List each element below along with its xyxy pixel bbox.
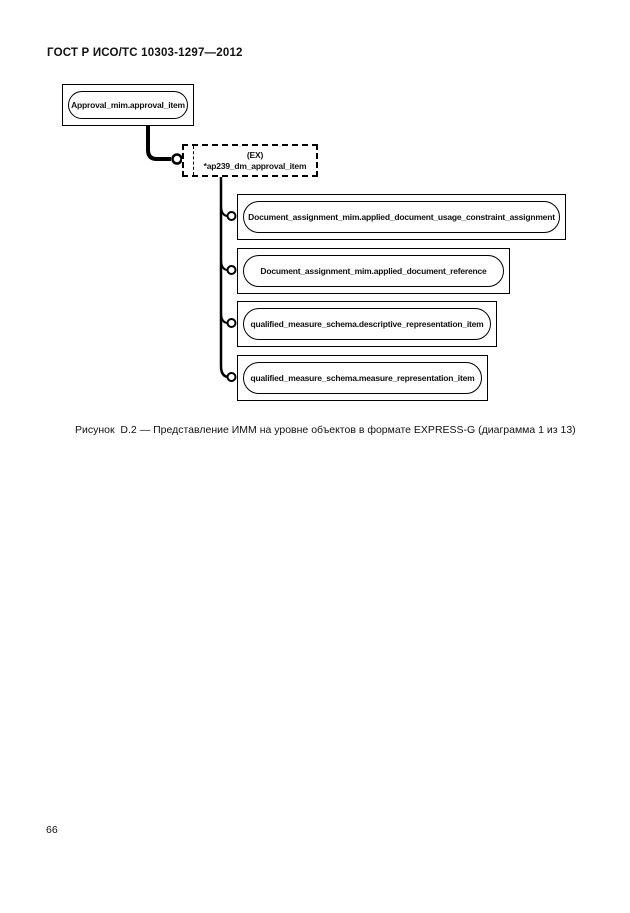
connector-trunk xyxy=(219,176,230,379)
connector-branch-3 xyxy=(220,311,229,324)
node-root-rect: Approval_mim.approval_item xyxy=(62,84,194,126)
connector-circle-item-1 xyxy=(226,211,237,221)
node-item-rect: Document_assignment_mim.applied_document… xyxy=(237,248,510,294)
connector-circle-external xyxy=(171,153,183,165)
node-item-stadium: Document_assignment_mim.applied_document… xyxy=(243,201,560,233)
connector-branch-1 xyxy=(220,204,229,217)
node-item-stadium: Document_assignment_mim.applied_document… xyxy=(243,255,504,287)
node-item-label: qualified_measure_schema.measure_represe… xyxy=(250,373,475,383)
node-item-rect: qualified_measure_schema.measure_represe… xyxy=(237,355,488,401)
node-item-rect: qualified_measure_schema.descriptive_rep… xyxy=(237,301,497,347)
node-item-label: Document_assignment_mim.applied_document… xyxy=(260,266,487,276)
connector-branch-2 xyxy=(220,258,229,271)
connector-circle-item-4 xyxy=(226,372,237,382)
external-ref-label: *ap239_dm_approval_item xyxy=(203,160,307,171)
figure-caption: Рисунок D.2 — Представление ИММ на уровн… xyxy=(75,424,576,436)
node-item-stadium: qualified_measure_schema.measure_represe… xyxy=(243,362,482,394)
page-number: 66 xyxy=(46,824,58,836)
connector-circle-item-3 xyxy=(226,318,237,328)
node-item-stadium: qualified_measure_schema.descriptive_rep… xyxy=(243,308,491,340)
standard-number-header: ГОСТ Р ИСО/ТС 10303-1297—2012 xyxy=(47,47,243,59)
connector-circle-item-2 xyxy=(226,265,237,275)
external-ref-text: (EX) *ap239_dm_approval_item xyxy=(194,146,316,175)
node-item-label: Document_assignment_mim.applied_document… xyxy=(248,212,555,222)
node-root-label: Approval_mim.approval_item xyxy=(71,100,185,110)
node-item-rect: Document_assignment_mim.applied_document… xyxy=(237,194,566,240)
external-ref-tag: (EX) xyxy=(246,149,264,160)
node-root-stadium: Approval_mim.approval_item xyxy=(68,91,188,119)
node-item-label: qualified_measure_schema.descriptive_rep… xyxy=(250,319,484,329)
external-ref-divider xyxy=(193,146,194,175)
node-external-ref-rect: (EX) *ap239_dm_approval_item xyxy=(182,144,318,177)
connector-root-to-external xyxy=(146,124,171,161)
